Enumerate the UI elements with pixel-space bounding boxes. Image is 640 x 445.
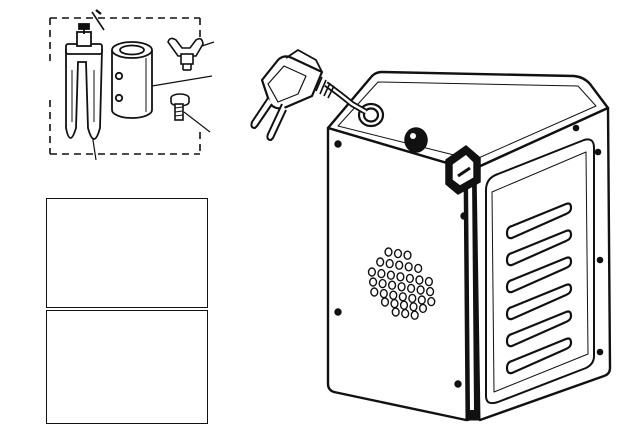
grille-hole [370, 287, 379, 297]
fork-clamp-icon [65, 23, 103, 140]
grille-hole [405, 273, 415, 284]
grille-hole [415, 275, 424, 285]
grille-hole [369, 277, 378, 287]
grille-hole [398, 292, 407, 302]
grille-hole [409, 302, 418, 312]
vent-slot [505, 310, 573, 348]
grille-hole [401, 308, 410, 319]
screw-icon [594, 148, 602, 156]
grille-hole [397, 282, 406, 292]
bolt-icon [170, 93, 190, 121]
speaker-grille-icon [367, 247, 436, 320]
grille-hole [414, 263, 423, 274]
grille-hole [410, 310, 419, 320]
grille-hole [385, 258, 394, 269]
instruction-sheet-icon [46, 310, 208, 424]
screw-icon [334, 308, 342, 316]
grille-hole [427, 296, 436, 307]
round-knob-icon [404, 127, 428, 153]
screw-icon [572, 124, 580, 132]
grille-hole [417, 295, 426, 305]
grille-hole [379, 288, 388, 299]
leader-line [95, 9, 102, 15]
grille-hole [407, 283, 416, 294]
grille-hole [395, 260, 404, 270]
document-body [47, 313, 207, 317]
grille-hole [389, 290, 398, 300]
screw-icon [454, 380, 462, 388]
grille-hole [391, 307, 400, 317]
grille-hole [377, 268, 386, 279]
grille-hole [403, 250, 412, 260]
coupling-sleeve-icon [111, 41, 153, 119]
vent-slot [505, 256, 573, 294]
grille-hole [399, 300, 409, 310]
grille-hole [408, 293, 417, 304]
grille-hole [376, 257, 385, 267]
document-body [47, 201, 207, 205]
grille-hole [386, 270, 396, 280]
grille-hole [367, 267, 377, 277]
screw-icon [334, 140, 342, 148]
leader-line [91, 11, 105, 31]
leader-line [183, 111, 211, 133]
grille-hole [384, 247, 393, 257]
grille-hole [396, 272, 405, 282]
grille-hole [416, 285, 425, 295]
vent-slot [505, 283, 573, 321]
vent-slots-icon [505, 202, 573, 375]
grille-hole [404, 262, 413, 272]
vent-slot [505, 202, 573, 240]
wing-nut-icon [167, 37, 204, 71]
grille-hole [380, 297, 390, 307]
vent-slot [505, 229, 573, 267]
grille-hole [378, 278, 387, 289]
screw-icon [460, 212, 468, 220]
screw-icon [596, 348, 604, 356]
grille-hole [390, 298, 399, 309]
instruction-sheet-icon [46, 198, 208, 308]
screw-icon [596, 256, 604, 264]
grille-hole [418, 303, 428, 314]
grille-hole [426, 286, 435, 297]
grille-hole [388, 280, 397, 290]
rocker-switch-icon [445, 145, 481, 195]
grille-hole [393, 248, 403, 259]
grille-hole [424, 276, 434, 287]
vent-slot [505, 337, 573, 375]
parts-panel [49, 9, 215, 161]
power-plug-icon [250, 49, 368, 141]
